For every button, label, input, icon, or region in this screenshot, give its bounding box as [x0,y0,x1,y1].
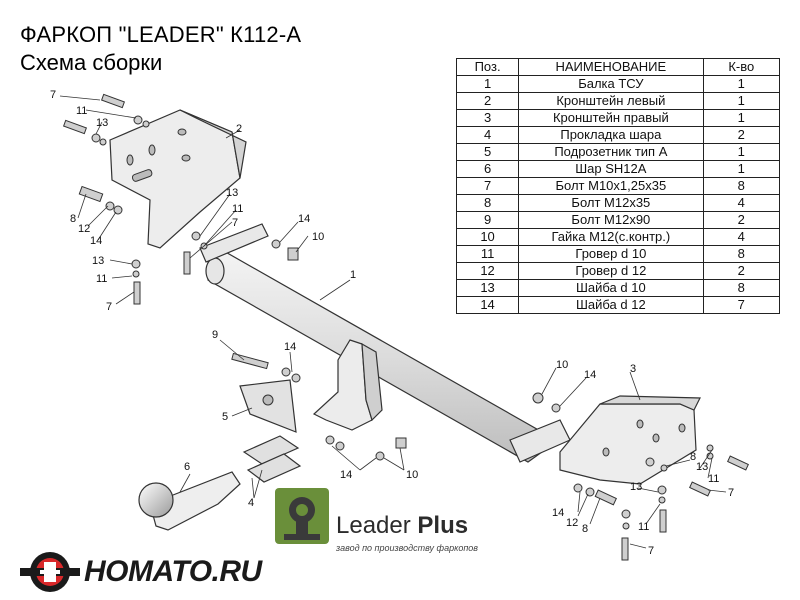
callout: 13 [96,117,108,129]
callout: 12 [78,223,90,235]
callout: 14 [90,235,102,247]
tow-ball-part [138,471,241,531]
cell-name: Кронштейн левый [518,92,704,110]
callout: 14 [284,341,296,353]
cell-pos: 14 [455,296,520,314]
callout: 8 [70,213,76,225]
leader-plus-logo-icon [275,488,329,544]
callout: 10 [556,359,568,371]
callout: 14 [298,213,310,225]
homato-logo-icon [20,552,80,592]
callout: 7 [232,217,238,229]
callout: 3 [630,363,636,375]
cell-pos: 11 [455,245,520,263]
callout: 7 [106,301,112,313]
bracket-right-part [559,395,701,485]
homato-watermark: HOMATO.RU [84,555,262,588]
callout: 13 [630,481,642,493]
diagram-title: ФАРКОП "LEADER" К112-А [20,22,302,47]
brand-bold: Plus [417,512,469,539]
callout: 1 [350,269,356,281]
leader-plus-brand: Leader Plus [336,512,468,540]
socket-plate-part [239,379,297,433]
cell-name: Шар SH12A [518,160,704,178]
callout: 8 [690,451,696,463]
callout: 5 [222,411,228,423]
callout: 2 [236,123,242,135]
bracket-left-part [109,109,247,249]
callout: 14 [340,469,352,481]
callout: 6 [184,461,190,473]
callout: 14 [552,507,564,519]
callout: 12 [566,517,578,529]
callout: 10 [312,231,324,243]
cell-qty: 7 [702,296,781,314]
fastener-parts [62,93,749,561]
cell-name: Гайка М12(с.контр.) [518,228,704,246]
callout: 7 [728,487,734,499]
leader-lines [59,95,727,549]
cell-name: Подрозетник тип А [518,143,704,161]
callout: 11 [638,521,649,533]
callout: 8 [582,523,588,535]
table-header-row: Поз. НАИМЕНОВАНИЕ К-во [455,58,781,76]
shim-parts [242,435,302,483]
callout: 11 [96,273,107,285]
callout: 4 [248,497,254,509]
leader-plus-tagline: завод по производству фаркопов [336,543,478,553]
callout: 13 [696,461,708,473]
brand-regular: Leader [336,512,418,539]
callout: 7 [648,545,654,557]
cell-name: Болт М12х90 [518,211,704,229]
callout: 13 [92,255,104,267]
cell-name: Прокладка шара [518,126,704,144]
callout: 7 [50,89,56,101]
callout: 14 [584,369,596,381]
callout: 11 [76,105,87,117]
beam-part [199,223,571,463]
diagram-subtitle: Схема сборки [20,50,163,75]
callout: 11 [708,473,719,485]
callout: 13 [226,187,238,199]
col-header-pos: Поз. [455,58,520,76]
callout-labels: 7 11 13 2 8 12 14 13 11 7 13 11 7 14 10 … [50,89,734,557]
callout: 10 [406,469,418,481]
callout: 11 [232,203,243,215]
callout: 9 [212,329,218,341]
